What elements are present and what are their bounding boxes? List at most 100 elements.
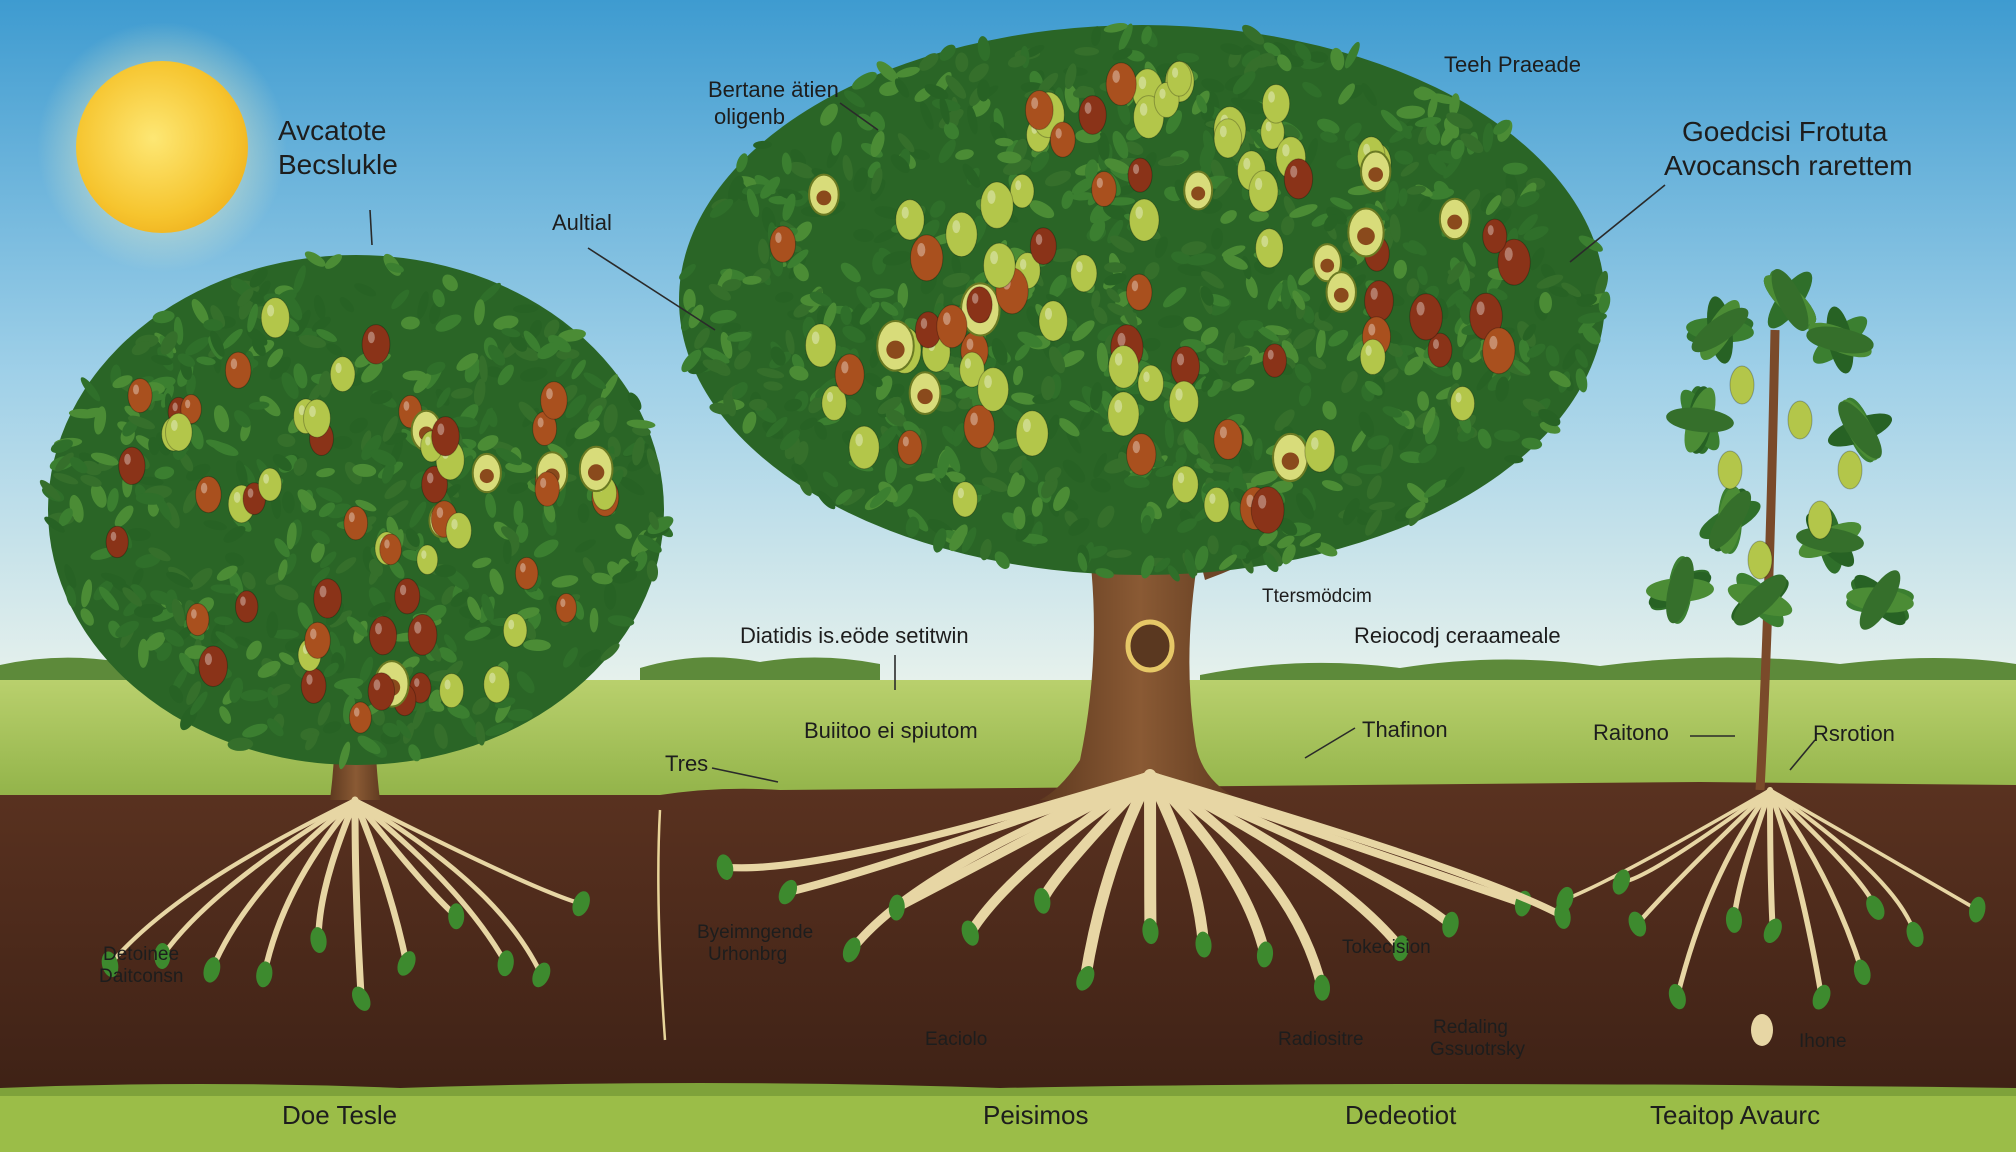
leaf — [749, 398, 768, 411]
leaf — [412, 703, 426, 730]
leaf — [903, 421, 921, 437]
leaf — [1328, 329, 1349, 347]
leaf — [897, 282, 909, 309]
avocado-fruit-icon — [1091, 171, 1117, 208]
leaf — [1382, 368, 1399, 383]
leaf — [497, 364, 514, 386]
leaf — [543, 501, 556, 523]
avocado-fruit-icon — [1203, 486, 1230, 523]
root-leaf — [1866, 895, 1885, 920]
callout-label: Teeh Praeade — [1444, 52, 1581, 77]
callout-label: Rsrotion — [1813, 721, 1895, 746]
callout-label: Bertane ätien — [708, 77, 839, 102]
leaf — [933, 528, 947, 553]
leaf — [1539, 292, 1552, 314]
leaf — [163, 629, 184, 647]
leaf — [502, 539, 512, 565]
leaf — [1315, 328, 1326, 359]
leaf — [1522, 398, 1546, 414]
leaf — [216, 565, 238, 581]
leaf — [1575, 368, 1588, 393]
leaf — [297, 602, 314, 630]
leaf — [1561, 282, 1582, 298]
avocado-fruit-icon — [313, 578, 343, 619]
leaf — [227, 737, 254, 751]
leaf — [1429, 93, 1456, 105]
leaf — [1074, 47, 1100, 56]
root-leaf — [1034, 887, 1051, 914]
leaf — [955, 149, 974, 160]
leaf — [311, 567, 331, 586]
leaf — [319, 551, 337, 569]
leaf — [323, 662, 339, 678]
leaf — [1212, 177, 1232, 200]
leaf — [961, 527, 977, 553]
leaf — [843, 90, 866, 108]
fruit-highlight — [901, 206, 909, 219]
leaf — [939, 473, 954, 493]
fruit-highlight — [425, 436, 431, 446]
leaf — [189, 424, 204, 450]
leaf — [154, 466, 175, 480]
fruit-highlight — [1476, 301, 1485, 316]
root-leaf — [1628, 911, 1647, 937]
leaf — [428, 689, 443, 710]
leaf — [1091, 290, 1101, 310]
leaf — [874, 206, 902, 219]
fruit-highlight — [375, 623, 382, 635]
leaf — [196, 356, 216, 366]
leaf — [316, 467, 335, 478]
leaf — [1200, 326, 1219, 345]
leaf — [859, 301, 880, 325]
fruit-highlight — [1015, 180, 1022, 191]
sapling-leaf — [1838, 401, 1882, 459]
leaf — [607, 615, 635, 627]
leaf — [1320, 131, 1338, 143]
leaf — [329, 610, 353, 628]
fruit-highlight — [1076, 261, 1083, 273]
avocado-fruit-icon — [909, 234, 944, 282]
fruit-highlight — [1265, 121, 1272, 132]
leaf — [391, 289, 410, 310]
avocado-fruit-icon — [105, 525, 129, 559]
fruit-highlight — [811, 331, 820, 345]
leaf — [997, 151, 1022, 164]
leaf — [1066, 429, 1082, 454]
leaf — [1317, 118, 1340, 134]
leaf — [69, 494, 84, 523]
callout-label: Avocansch rarettem — [1664, 150, 1913, 181]
leaf — [1277, 535, 1295, 549]
leaf — [871, 167, 883, 195]
avocado-fruit-icon — [234, 590, 259, 624]
leaf — [472, 557, 492, 569]
leaf — [938, 108, 964, 129]
fruit-highlight — [1096, 177, 1103, 189]
leaf — [429, 302, 441, 325]
leaf — [1295, 493, 1315, 520]
leaf — [1351, 428, 1368, 452]
leaf — [1201, 78, 1225, 93]
avocado-fruit-icon — [959, 351, 985, 388]
sapling-leaf — [1733, 575, 1787, 625]
sapling-leaf — [1859, 570, 1901, 630]
leaf — [293, 363, 308, 389]
leaf — [879, 81, 901, 96]
leaf — [1239, 99, 1266, 115]
leaf — [1107, 302, 1129, 317]
leaf — [1344, 41, 1360, 69]
title-label-line1: Avcatote — [278, 115, 387, 146]
leaf — [551, 575, 579, 588]
leaf — [920, 101, 934, 130]
callout-label: oligenb — [714, 104, 785, 129]
leaf — [234, 410, 251, 428]
leaf — [387, 500, 409, 517]
leaf — [326, 343, 343, 356]
root-leaf — [1612, 869, 1630, 895]
leaf — [533, 539, 559, 558]
fruit-highlight — [1487, 225, 1494, 236]
leaf — [213, 405, 230, 433]
leaf — [1356, 464, 1384, 475]
root-leaf — [1442, 911, 1459, 938]
leaf — [1385, 180, 1399, 210]
leaf — [565, 394, 587, 419]
